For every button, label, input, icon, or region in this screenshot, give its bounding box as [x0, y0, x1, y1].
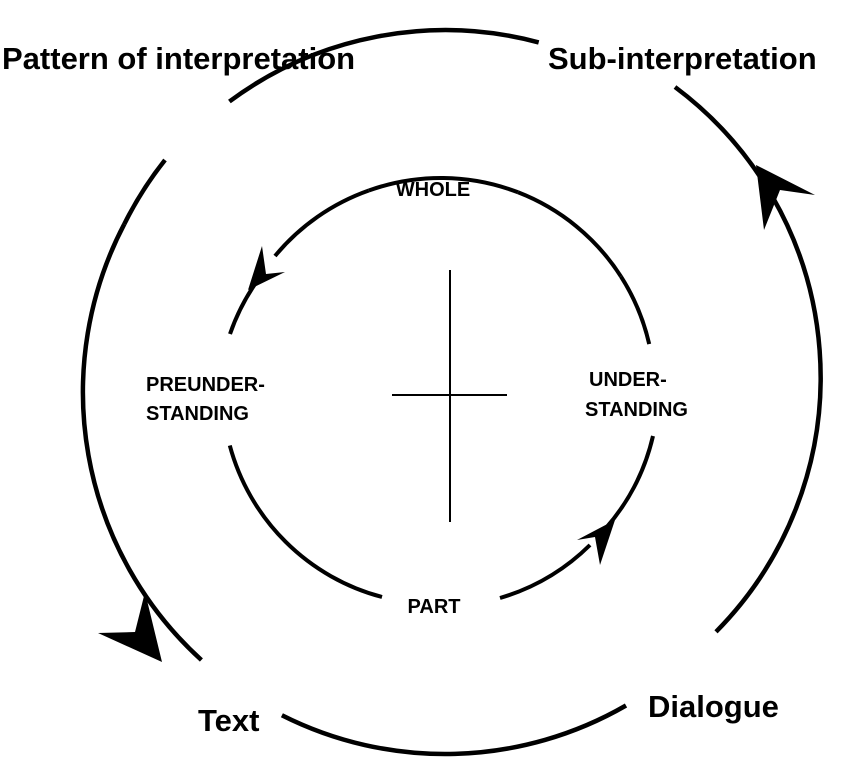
- outer-arc-bottom: [280, 703, 628, 757]
- label-preunderstanding-line1: PREUNDER-: [146, 374, 265, 396]
- label-text: Text: [198, 703, 259, 738]
- outer-arc-left-upper: [122, 158, 167, 226]
- label-sub-interpretation: Sub-interpretation: [548, 41, 817, 76]
- inner-arc-bottom-right: [499, 543, 592, 600]
- outer-arc-right: [673, 85, 823, 634]
- outer-arc-top: [228, 27, 540, 104]
- inner-arc-bottom-left: [227, 444, 383, 599]
- label-pattern-of-interpretation: Pattern of interpretation: [2, 41, 355, 76]
- label-dialogue: Dialogue: [648, 689, 779, 724]
- inner-arrow-right-icon: [577, 520, 615, 565]
- label-part: PART: [408, 596, 461, 618]
- inner-arc-top-left: [273, 188, 370, 258]
- label-preunderstanding-line2: STANDING: [146, 403, 249, 425]
- inner-arc-right: [619, 275, 652, 345]
- label-understanding-line2: STANDING: [585, 399, 688, 421]
- inner-arrow-left-icon: [248, 246, 285, 290]
- outer-arrow-up-icon: [756, 165, 815, 230]
- outer-arc-left: [80, 223, 203, 662]
- label-whole: WHOLE: [396, 179, 470, 201]
- label-understanding-line1: UNDER-: [589, 369, 667, 391]
- inner-arc-top-right: [517, 190, 623, 278]
- inner-arc-right-lower: [604, 435, 655, 530]
- outer-arrow-down-icon: [98, 592, 162, 662]
- inner-arc-top: [368, 175, 519, 195]
